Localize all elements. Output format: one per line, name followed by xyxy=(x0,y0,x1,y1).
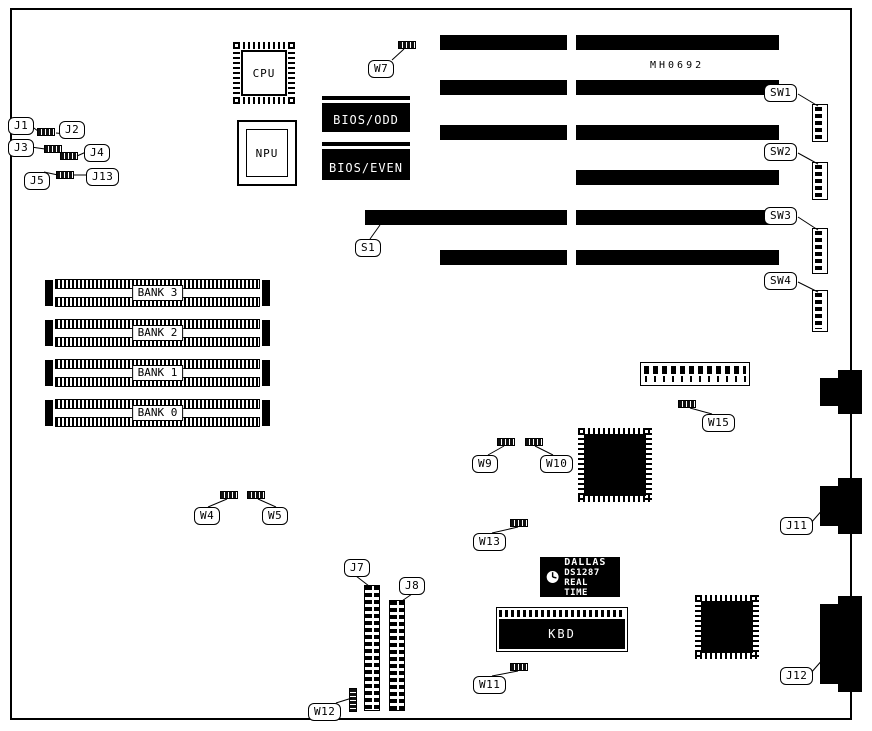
simm-latch xyxy=(262,400,270,426)
simm-latch xyxy=(45,360,53,386)
callout-w11: W11 xyxy=(473,676,507,694)
callout-j12: J12 xyxy=(780,667,814,685)
callout-w10: W10 xyxy=(540,455,574,473)
expansion-slot xyxy=(440,80,567,95)
simm-latch xyxy=(45,320,53,346)
simm-bank-1: BANK 1 xyxy=(45,358,270,388)
bank-label: BANK 0 xyxy=(131,405,184,421)
callout-w4: W4 xyxy=(194,507,221,525)
pin-header-connector xyxy=(640,362,750,386)
rear-port-j11-tab xyxy=(820,486,840,526)
jumper-icon-j5 xyxy=(56,171,74,179)
simm-bank-3: BANK 3 xyxy=(45,278,270,308)
jumper-icon-j4 xyxy=(60,152,78,160)
expansion-slot xyxy=(440,125,567,140)
callout-sw1: SW1 xyxy=(764,84,798,102)
expansion-slot-s1 xyxy=(365,210,567,225)
expansion-slot xyxy=(576,170,779,185)
rear-port-j12-tab xyxy=(820,604,840,684)
callout-w5: W5 xyxy=(262,507,289,525)
callout-w12: W12 xyxy=(308,703,342,721)
callout-j11: J11 xyxy=(780,517,814,535)
bios-even-chip: BIOS/EVEN xyxy=(322,142,410,180)
jumper-icon-w11 xyxy=(510,663,528,671)
callout-w15: W15 xyxy=(702,414,736,432)
expansion-slot xyxy=(440,35,567,50)
rtc-brand: DALLAS xyxy=(564,556,607,568)
callout-w7: W7 xyxy=(368,60,395,78)
bios-odd-chip: BIOS/ODD xyxy=(322,96,410,132)
kbd-socket: KBD xyxy=(496,607,628,652)
rear-port-top xyxy=(838,370,862,414)
jumper-icon-w12 xyxy=(349,688,357,712)
bank-label: BANK 2 xyxy=(131,325,184,341)
pin-header-j7 xyxy=(364,585,380,711)
callout-w13: W13 xyxy=(473,533,507,551)
rtc-chip: DALLAS DS1287 REAL TIME xyxy=(540,556,620,598)
pin-header-j8 xyxy=(389,600,405,711)
simm-latch xyxy=(262,280,270,306)
jumper-icon-j1 xyxy=(37,128,55,136)
callout-s1: S1 xyxy=(355,239,382,257)
callout-j3: J3 xyxy=(8,139,35,157)
expansion-slot xyxy=(576,35,779,50)
controller-chip-upper xyxy=(578,428,652,502)
clock-icon xyxy=(545,569,561,585)
rear-port-j12 xyxy=(838,596,862,692)
simm-bank-0: BANK 0 xyxy=(45,398,270,428)
bank-label: BANK 3 xyxy=(131,285,184,301)
npu-socket: NPU xyxy=(237,120,297,186)
jumper-icon-w13 xyxy=(510,519,528,527)
callout-sw3: SW3 xyxy=(764,207,798,225)
simm-latch xyxy=(262,320,270,346)
cpu-chip: CPU xyxy=(233,42,295,104)
chip-die xyxy=(584,434,646,496)
dip-switch-sw4 xyxy=(812,290,828,332)
simm-bank-2: BANK 2 xyxy=(45,318,270,348)
bank-label: BANK 1 xyxy=(131,365,184,381)
simm-latch xyxy=(45,280,53,306)
callout-j1: J1 xyxy=(8,117,35,135)
callout-j7: J7 xyxy=(344,559,371,577)
callout-j8: J8 xyxy=(399,577,426,595)
callout-j4: J4 xyxy=(84,144,111,162)
rear-port-j11 xyxy=(838,478,862,534)
cpu-label: CPU xyxy=(241,50,287,96)
jumper-icon-w15 xyxy=(678,400,696,408)
callout-j5: J5 xyxy=(24,172,51,190)
dip-switch-sw2 xyxy=(812,162,828,200)
kbd-socket-pins xyxy=(499,610,625,617)
npu-label: NPU xyxy=(246,129,288,177)
controller-chip-lower xyxy=(695,595,759,659)
expansion-slot xyxy=(576,210,779,225)
jumper-icon-w7 xyxy=(398,41,416,49)
simm-latch xyxy=(45,400,53,426)
rtc-model: DS1287 xyxy=(564,567,600,578)
jumper-icon-w4 xyxy=(220,491,238,499)
rear-port-top-tab xyxy=(820,378,840,406)
dip-switch-sw1 xyxy=(812,104,828,142)
jumper-icon-w9 xyxy=(497,438,515,446)
chip-die xyxy=(701,601,753,653)
rtc-type: REAL TIME xyxy=(564,577,588,598)
board-part-number: MH0692 xyxy=(650,60,705,71)
expansion-slot xyxy=(576,80,779,95)
simm-latch xyxy=(262,360,270,386)
callout-sw2: SW2 xyxy=(764,143,798,161)
expansion-slot xyxy=(576,125,779,140)
callout-j13: J13 xyxy=(86,168,120,186)
expansion-slot xyxy=(576,250,779,265)
callout-j2: J2 xyxy=(59,121,86,139)
callout-w9: W9 xyxy=(472,455,499,473)
expansion-slot xyxy=(440,250,567,265)
dip-switch-sw3 xyxy=(812,228,828,274)
jumper-icon-w5 xyxy=(247,491,265,499)
jumper-icon-w10 xyxy=(525,438,543,446)
kbd-chip: KBD xyxy=(499,619,625,649)
callout-sw4: SW4 xyxy=(764,272,798,290)
